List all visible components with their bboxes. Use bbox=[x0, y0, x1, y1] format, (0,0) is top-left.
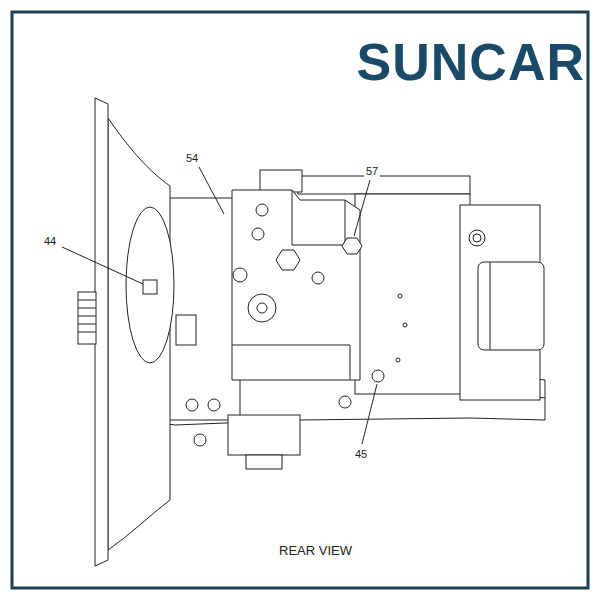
control-block bbox=[232, 190, 360, 380]
coupling-disk bbox=[126, 207, 174, 363]
leader-line bbox=[362, 384, 377, 444]
bolt-core bbox=[473, 234, 481, 242]
control-edge bbox=[292, 190, 345, 245]
pump-drawing bbox=[78, 98, 545, 566]
plug bbox=[398, 294, 402, 298]
lower-fitting bbox=[228, 415, 300, 455]
port-plug bbox=[312, 272, 324, 284]
shaft-splines bbox=[78, 300, 96, 332]
splined-shaft bbox=[78, 292, 96, 344]
callout-number: 54 bbox=[184, 152, 200, 165]
pump-housing bbox=[168, 198, 240, 420]
cover-disk bbox=[248, 294, 276, 322]
port-plug bbox=[256, 204, 268, 216]
plug bbox=[396, 358, 400, 362]
port-plug bbox=[233, 268, 247, 282]
bolt-hex bbox=[342, 238, 362, 254]
brand-watermark: SUNCAR bbox=[357, 36, 585, 88]
bolt-head bbox=[339, 396, 351, 408]
port-plug bbox=[252, 228, 264, 240]
plug bbox=[403, 323, 407, 327]
bolt-head bbox=[208, 399, 220, 411]
callout-number: 57 bbox=[364, 165, 380, 178]
plug-44 bbox=[143, 280, 157, 294]
gear-pump-seam bbox=[490, 262, 491, 350]
bolt-head bbox=[372, 370, 384, 382]
view-caption: REAR VIEW bbox=[276, 543, 355, 558]
top-rail bbox=[298, 176, 470, 194]
top-boss bbox=[260, 170, 302, 192]
control-seam bbox=[232, 345, 350, 380]
gear-pump bbox=[478, 262, 544, 350]
leader-lines bbox=[62, 167, 377, 444]
callout-number: 45 bbox=[353, 448, 369, 461]
frame-border bbox=[12, 12, 588, 588]
mounting-flange bbox=[95, 98, 108, 566]
cover-center bbox=[257, 303, 267, 313]
valve-body bbox=[355, 194, 470, 394]
callout-number: 44 bbox=[42, 235, 58, 248]
hex-nut bbox=[276, 250, 300, 270]
bolt-head bbox=[469, 230, 485, 246]
bolt-head bbox=[194, 434, 206, 446]
lower-port bbox=[246, 455, 282, 469]
bolt-head bbox=[186, 399, 198, 411]
leader-line bbox=[354, 180, 370, 236]
leader-line bbox=[199, 167, 224, 214]
leader-line bbox=[62, 247, 143, 284]
housing-boss bbox=[176, 315, 196, 345]
